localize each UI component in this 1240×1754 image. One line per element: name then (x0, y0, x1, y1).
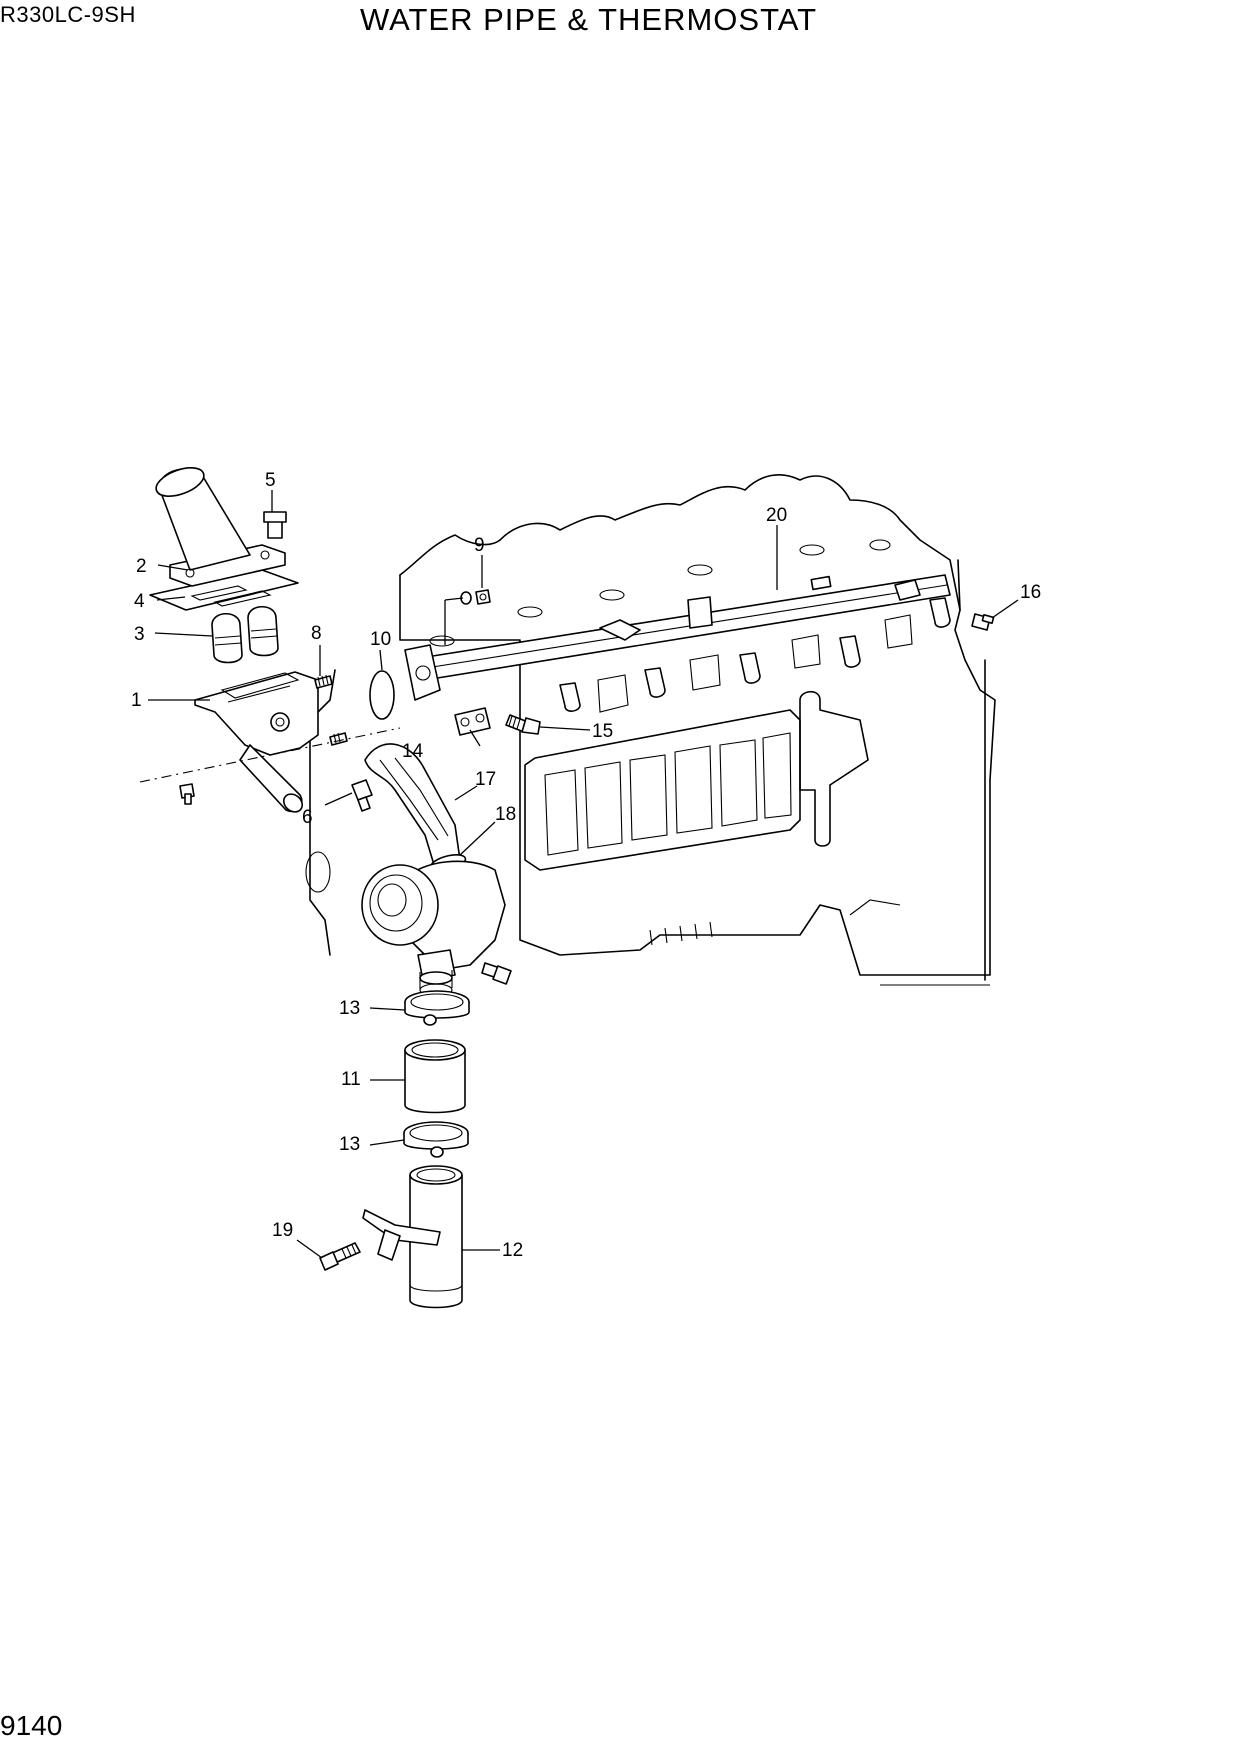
callout-8: 8 (311, 623, 322, 644)
callout-11: 11 (341, 1069, 361, 1090)
studs (314, 674, 348, 746)
callout-19: 19 (272, 1220, 293, 1241)
callout-3: 3 (134, 624, 145, 645)
loose-bolt (139, 727, 401, 805)
callout-9: 9 (474, 535, 485, 556)
engine-block (305, 474, 996, 986)
bolt-15 (505, 714, 541, 735)
callout-2: 2 (136, 556, 147, 577)
callout-6: 6 (302, 807, 313, 828)
callout-13-lower: 13 (339, 1134, 360, 1155)
hose-11 (404, 1039, 466, 1114)
flange-gasket (454, 707, 491, 736)
model-code: R330LC-9SH (0, 2, 136, 27)
pump-bolt (481, 962, 512, 985)
callout-12: 12 (502, 1240, 523, 1261)
callout-18: 18 (495, 804, 516, 825)
callout-14: 14 (402, 741, 424, 762)
elbow-hose (364, 743, 461, 869)
bolt-16 (971, 613, 995, 631)
water-pump (361, 860, 506, 997)
thermostat-housing (194, 671, 319, 813)
callout-15: 15 (592, 721, 613, 742)
thermostats (211, 605, 279, 664)
hose-clamp-13-upper (404, 990, 470, 1026)
callout-5: 5 (265, 470, 276, 491)
cover-screw (263, 511, 287, 539)
page-number: 9140 (0, 1710, 63, 1741)
callout-1: 1 (131, 690, 142, 711)
callout-labels: 5 2 4 3 1 8 6 9 10 20 16 15 14 17 18 13 … (131, 470, 1041, 1261)
callout-17: 17 (475, 769, 496, 790)
page-title: WATER PIPE & THERMOSTAT (360, 2, 818, 37)
water-distribution-pipe (404, 574, 951, 712)
callout-4: 4 (134, 591, 145, 612)
water-pipe-12 (362, 1165, 463, 1309)
nut-and-washer (460, 589, 491, 605)
hose-clamp-13-lower (403, 1121, 469, 1158)
thermostat-cover (155, 467, 286, 587)
temperature-sensor (351, 779, 373, 812)
callout-20: 20 (766, 505, 787, 526)
bolt-19 (319, 1242, 361, 1271)
leader-lines (148, 490, 1019, 1259)
callout-16: 16 (1020, 582, 1041, 603)
callout-13-upper: 13 (339, 998, 360, 1019)
callout-10: 10 (370, 629, 391, 650)
o-ring (369, 670, 395, 720)
